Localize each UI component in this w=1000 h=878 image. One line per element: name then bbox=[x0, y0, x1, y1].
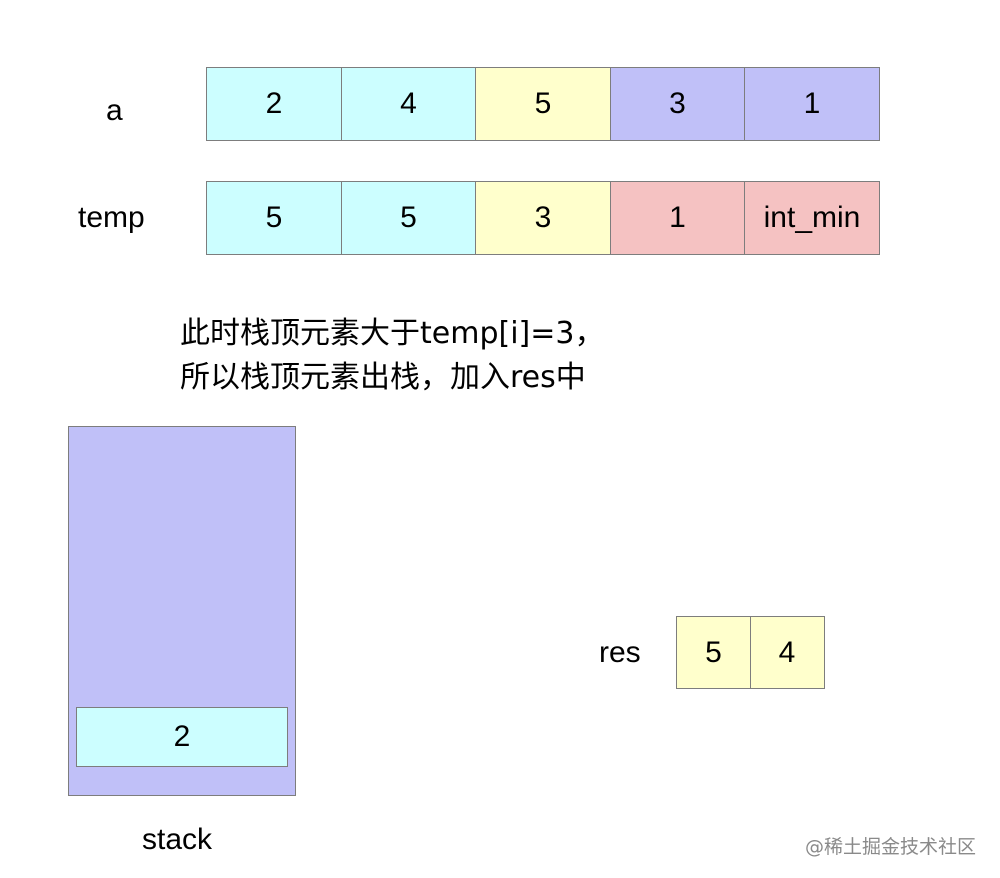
array-a-cell: 5 bbox=[475, 67, 611, 141]
array-a: 2 4 5 3 1 bbox=[206, 67, 880, 141]
explanation-line-2: 所以栈顶元素出栈，加入res中 bbox=[180, 360, 586, 395]
array-temp-cell: 1 bbox=[609, 181, 746, 255]
array-a-label: a bbox=[106, 94, 123, 127]
array-temp-cell: int_min bbox=[744, 181, 880, 255]
res-cell: 4 bbox=[749, 616, 825, 689]
array-temp: 5 5 3 1 int_min bbox=[206, 181, 880, 255]
res-array: 5 4 bbox=[676, 616, 825, 689]
res-cell: 5 bbox=[676, 616, 751, 689]
res-label: res bbox=[599, 636, 641, 669]
array-temp-cell: 5 bbox=[206, 181, 342, 255]
stack-container: 2 bbox=[68, 426, 296, 796]
array-temp-label: temp bbox=[78, 201, 145, 234]
array-temp-cell: 5 bbox=[340, 181, 477, 255]
watermark: @稀土掘金技术社区 bbox=[804, 836, 976, 858]
explanation-line-1: 此时栈顶元素大于temp[i]=3， bbox=[180, 316, 605, 351]
array-a-cell: 1 bbox=[744, 67, 880, 141]
stack-label: stack bbox=[142, 823, 213, 856]
array-a-cell: 4 bbox=[340, 67, 477, 141]
array-temp-cell: 3 bbox=[475, 181, 611, 255]
array-a-cell: 3 bbox=[609, 67, 746, 141]
stack-item: 2 bbox=[76, 707, 288, 767]
explanation-note: 此时栈顶元素大于temp[i]=3， 所以栈顶元素出栈，加入res中 bbox=[180, 312, 604, 400]
array-a-cell: 2 bbox=[206, 67, 342, 141]
